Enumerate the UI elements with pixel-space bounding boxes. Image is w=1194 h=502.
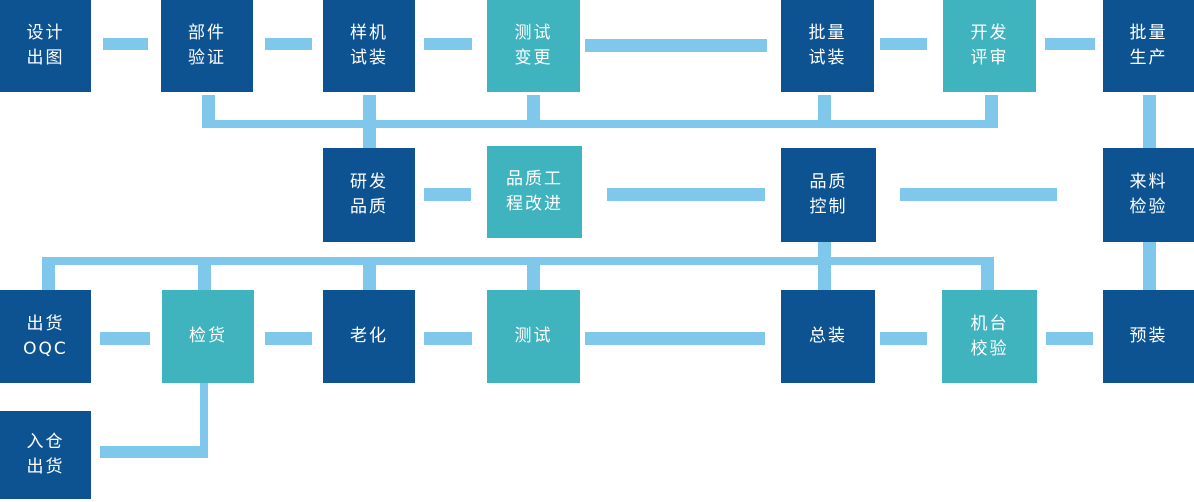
edge-finalassembly-to-calibration <box>880 332 927 345</box>
edge-devreview-to-massprod <box>1045 38 1095 50</box>
node-incoming-inspection: 来料 检验 <box>1103 148 1194 242</box>
node-batch-trial-assembly: 批量 试装 <box>781 0 874 92</box>
node-quality-engineering-improvement: 品质工 程改进 <box>487 146 582 238</box>
edge-warehouse-elbow <box>100 446 204 458</box>
node-quality-control: 品质 控制 <box>781 148 876 242</box>
bus-production <box>44 257 994 265</box>
drop-bus2-to-inspection <box>198 257 211 290</box>
node-prototype-trial-assembly: 样机 试装 <box>323 0 415 92</box>
edge-design-to-component <box>103 38 148 50</box>
drop-massprod-to-incoming <box>1143 95 1156 148</box>
node-aging: 老化 <box>323 290 415 383</box>
drop-devreview-to-bus1 <box>985 95 998 128</box>
edge-qcontrol-to-incoming <box>900 188 1057 201</box>
node-rd-quality: 研发 品质 <box>323 148 415 242</box>
node-machine-calibration: 机台 校验 <box>942 290 1037 383</box>
node-design-drawing: 设计 出图 <box>0 0 91 92</box>
node-goods-inspection: 检货 <box>162 290 254 383</box>
edge-aging-to-testing <box>424 332 472 345</box>
drop-qcontrol-to-finalassembly <box>818 242 831 290</box>
edge-batchtrial-to-devreview <box>880 38 927 50</box>
edge-inspection-to-aging <box>265 332 312 345</box>
drop-bus2-to-aging <box>363 257 376 290</box>
drop-bus2-to-testing <box>527 257 540 290</box>
node-final-assembly: 总装 <box>781 290 875 383</box>
drop-batchtrial-to-bus1 <box>818 95 831 128</box>
drop-bus2-to-oqc <box>42 257 55 290</box>
edge-calibration-to-preassembly <box>1046 332 1093 345</box>
drop-testchange-to-bus1 <box>527 95 540 128</box>
edge-testchange-to-batchtrial <box>585 39 767 52</box>
node-testing: 测试 <box>487 290 580 383</box>
bus-rd-quality <box>204 120 998 128</box>
edge-testing-to-finalassembly <box>585 332 765 345</box>
drop-bus2-to-calibration <box>981 257 994 290</box>
edge-qeimprove-to-qcontrol <box>607 188 765 201</box>
node-test-change: 测试 变更 <box>487 0 580 92</box>
drop-prototype-to-rdquality <box>363 95 376 148</box>
drop-component-to-bus1 <box>202 95 215 128</box>
edge-oqc-to-inspection <box>100 332 150 345</box>
node-development-review: 开发 评审 <box>943 0 1036 92</box>
edge-component-to-prototype <box>265 38 312 50</box>
edge-prototype-to-testchange <box>424 38 472 50</box>
drop-incoming-to-preassembly <box>1143 242 1156 290</box>
node-component-verification: 部件 验证 <box>161 0 253 92</box>
drop-inspection-to-warehouse <box>200 383 208 458</box>
node-warehouse-shipping: 入仓 出货 <box>0 411 91 499</box>
node-mass-production: 批量 生产 <box>1103 0 1194 92</box>
node-shipping-oqc: 出货 OQC <box>0 290 91 383</box>
node-pre-assembly: 预装 <box>1103 290 1194 383</box>
edge-rdquality-to-qeimprove <box>424 188 471 201</box>
